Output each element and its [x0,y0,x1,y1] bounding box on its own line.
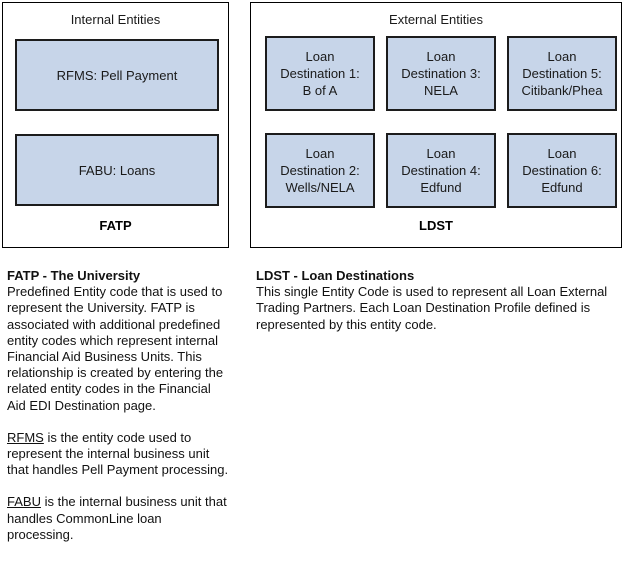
loan-destination-1-line-2: Destination 1: [280,66,360,81]
loan-destination-3-line-1: Loan [426,49,456,64]
entity-box-rfms: RFMS: Pell Payment [15,39,219,111]
entity-box-fabu: FABU: Loans [15,134,219,206]
loan-destination-1-line-3: B of A [302,83,338,98]
rfms-description-body: is the entity code used to represent the… [7,429,229,478]
ldst-description-heading: LDST - Loan Destinations [256,268,415,283]
external-entities-code-label: LDST [419,218,453,233]
loan-destination-4-line-3: Edfund [420,180,462,195]
loan-destination-4-line-2: Destination 4: [401,163,481,178]
entity-box-loan-destination-5-label: Loan Destination 5: Citibank/Phea [522,48,603,99]
internal-entities-code-label: FATP [99,218,132,233]
fatp-description-body: Predefined Entity code that is used to r… [7,284,224,413]
entity-box-loan-destination-2-label: Loan Destination 2: Wells/NELA [280,145,360,196]
external-entities-title: External Entities [389,12,483,27]
entity-box-loan-destination-1-label: Loan Destination 1: B of A [280,48,360,99]
entity-box-loan-destination-1: Loan Destination 1: B of A [265,36,375,111]
internal-entities-title: Internal Entities [70,12,161,27]
loan-destination-2-line-1: Loan [305,146,335,161]
loan-destination-6-line-3: Edfund [541,180,583,195]
loan-destination-4-line-1: Loan [426,146,456,161]
fabu-description-body: is the internal business unit that handl… [7,494,227,542]
ldst-description-body: This single Entity Code is used to repre… [256,284,608,332]
loan-destination-3-line-2: Destination 3: [401,66,481,81]
internal-entities-panel: Internal Entities RFMS: Pell Payment FAB… [2,2,229,248]
entity-box-loan-destination-4: Loan Destination 4: Edfund [386,133,496,208]
ldst-description-block: LDST - Loan Destinations This single Ent… [256,268,622,333]
entity-box-loan-destination-2: Loan Destination 2: Wells/NELA [265,133,375,208]
entity-box-loan-destination-6: Loan Destination 6: Edfund [507,133,617,208]
fatp-description-block: FATP - The University Predefined Entity … [7,268,229,543]
entity-box-rfms-label: RFMS: Pell Payment [56,67,178,83]
fabu-description-paragraph: FABU is the internal business unit that … [7,494,229,543]
loan-destination-2-line-3: Wells/NELA [285,180,355,195]
fatp-description-heading: FATP - The University [7,268,141,283]
loan-destination-5-line-2: Destination 5: [522,66,602,81]
fabu-term: FABU [7,494,41,510]
loan-destination-3-line-3: NELA [424,83,458,98]
entity-box-loan-destination-5: Loan Destination 5: Citibank/Phea [507,36,617,111]
entity-box-loan-destination-3-label: Loan Destination 3: NELA [401,48,481,99]
entity-box-loan-destination-6-label: Loan Destination 6: Edfund [522,145,602,196]
loan-destination-6-line-2: Destination 6: [522,163,602,178]
entity-box-loan-destination-4-label: Loan Destination 4: Edfund [401,145,481,196]
rfms-description-paragraph: RFMS is the entity code used to represen… [7,430,229,479]
loan-destination-2-line-2: Destination 2: [280,163,360,178]
entity-box-loan-destination-3: Loan Destination 3: NELA [386,36,496,111]
loan-destination-5-line-3: Citibank/Phea [521,83,603,98]
external-entities-panel: External Entities Loan Destination 1: B … [250,2,622,248]
rfms-term: RFMS [7,429,44,445]
entity-box-fabu-label: FABU: Loans [78,162,156,178]
loan-destination-5-line-1: Loan [547,49,577,64]
loan-destination-6-line-1: Loan [547,146,577,161]
loan-destination-1-line-1: Loan [305,49,335,64]
